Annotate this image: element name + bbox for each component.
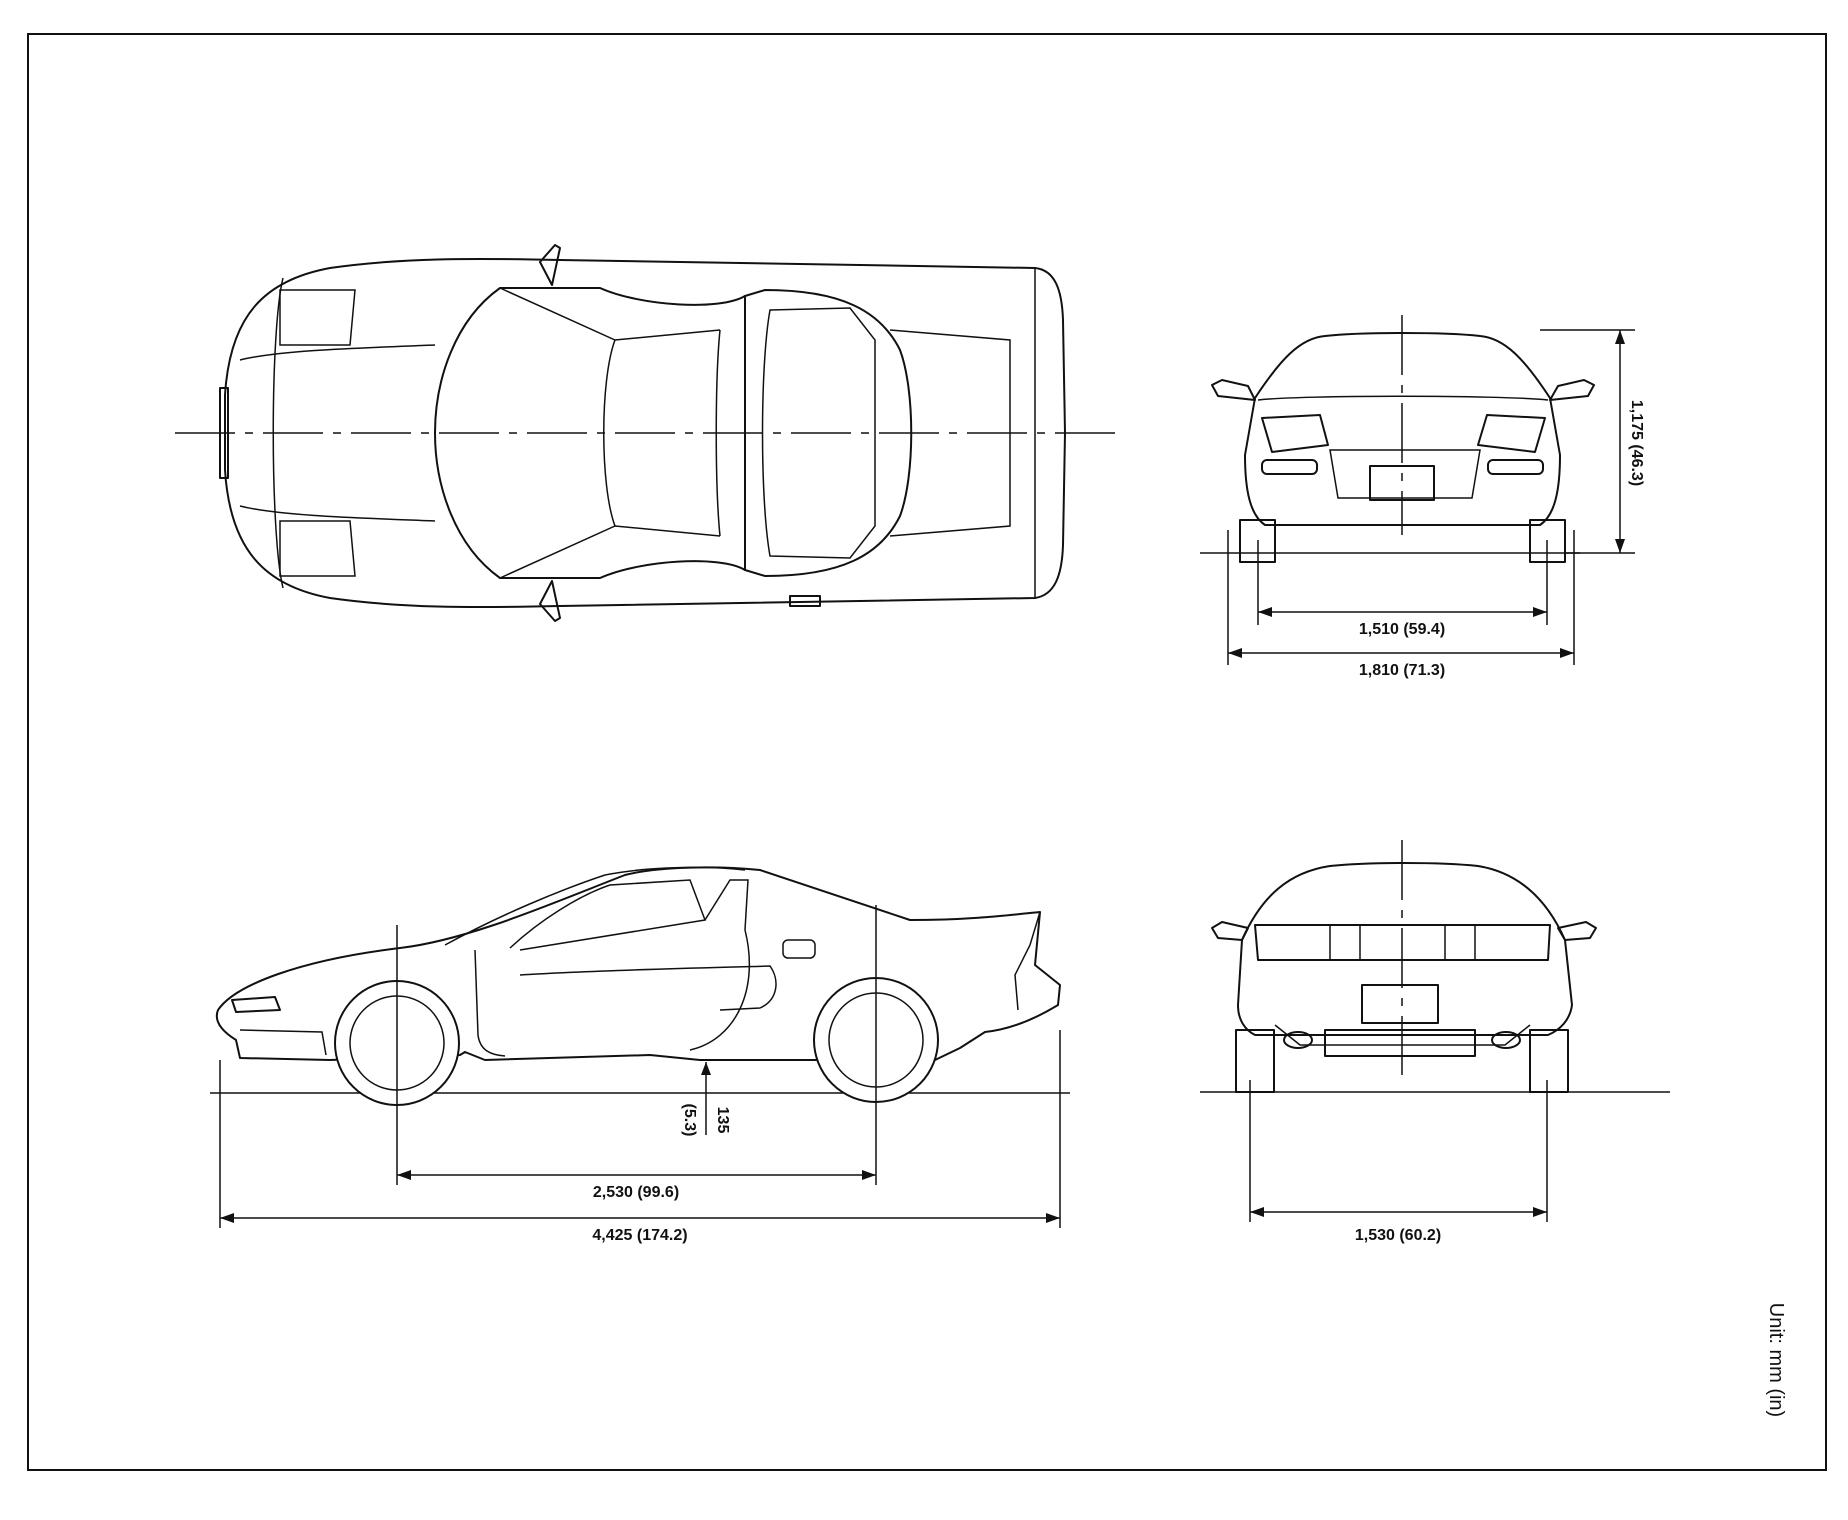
front-track-label: 1,510 (59.4) — [1359, 621, 1445, 638]
front-view: 1,175 (46.3) 1,510 (59.4) 1,810 (71.3) — [1200, 315, 1645, 679]
top-view — [175, 244, 1120, 622]
rear-track-label: 1,530 (60.2) — [1355, 1227, 1441, 1244]
drawing-frame — [27, 33, 1827, 1471]
overall-width-label: 1,810 (71.3) — [1359, 662, 1445, 679]
ground-clearance-mm-label: 135 — [714, 1107, 731, 1134]
overall-height-label: 1,175 (46.3) — [1628, 400, 1645, 486]
rear-view: 1,530 (60.2) — [1200, 840, 1670, 1244]
rear-left-tire — [1235, 1029, 1275, 1093]
side-view: 135 (5.3) 2,530 (99.6) 4,425 (174.2) — [210, 866, 1070, 1244]
ground-clearance-in-label: (5.3) — [681, 1104, 698, 1137]
rear-right-tire — [1529, 1029, 1569, 1093]
wheelbase-label: 2,530 (99.6) — [593, 1184, 679, 1201]
overall-length-label: 4,425 (174.2) — [592, 1227, 687, 1244]
unit-note: Unit: mm (in) — [1765, 1303, 1787, 1417]
